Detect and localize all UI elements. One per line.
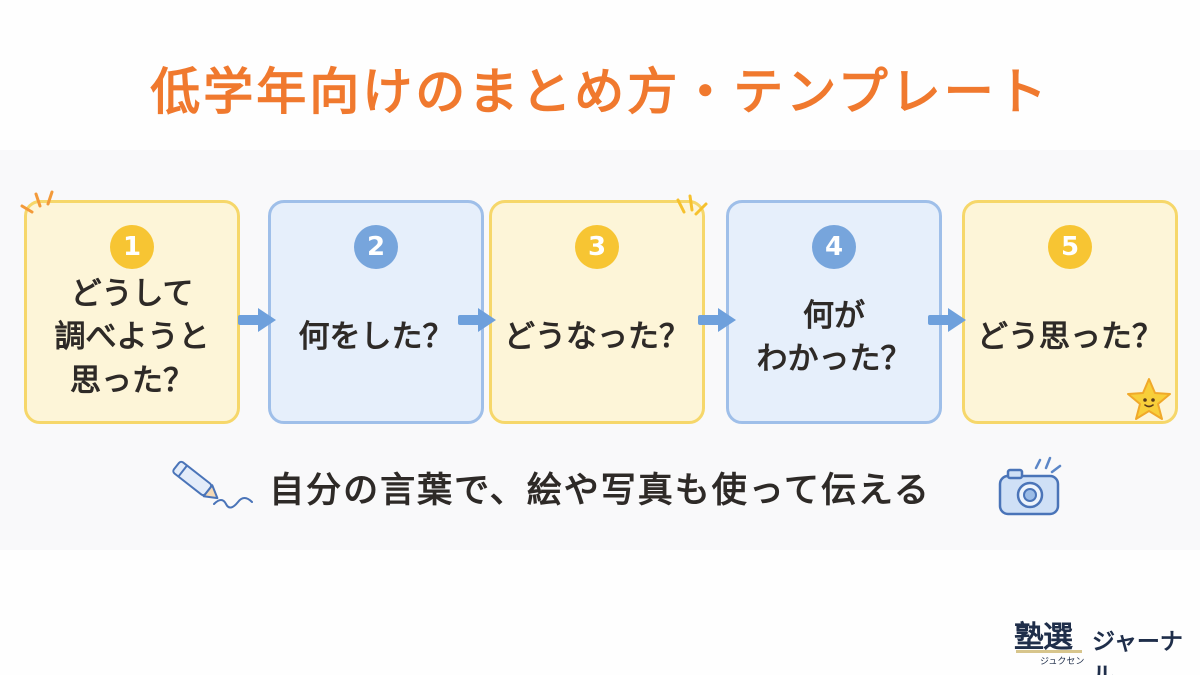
step-text: 何をした？ [298, 319, 454, 356]
step-text: 何が わかった？ [756, 297, 912, 377]
arrow-right-icon [458, 308, 496, 332]
step-number-badge: 1 [110, 225, 154, 269]
arrow-right-icon [698, 308, 736, 332]
step-text: どうなった？ [504, 319, 690, 356]
arrow-right-icon [238, 308, 276, 332]
sparkle-icon [20, 190, 54, 214]
camera-icon [998, 456, 1062, 516]
step-card-2: 2 何をした？ [268, 200, 484, 424]
caption-text: 自分の言葉で、絵や写真も使って伝える [269, 471, 931, 511]
brand-logo: 塾選 ジュクセン ジャーナル [1014, 612, 1190, 675]
step-card-3: 3 どうなった？ [489, 200, 705, 424]
pencil-icon [172, 460, 253, 509]
step-text: どう思った？ [977, 319, 1163, 356]
step-card-1: 1 どうして 調べようと 思った？ [24, 200, 240, 424]
arrow-right-icon [928, 308, 966, 332]
logo-name: ジャーナル [1092, 629, 1183, 675]
step-number-badge: 2 [354, 225, 398, 269]
logo-kanji: 塾選 [1014, 620, 1073, 655]
step-text: どうして 調べようと 思った？ [54, 275, 210, 399]
sparkle-icon [676, 194, 708, 216]
step-number-badge: 4 [812, 225, 856, 269]
logo-underline [1016, 650, 1082, 653]
step-card-5: 5 どう思った？ [962, 200, 1178, 424]
star-icon [1127, 378, 1171, 420]
step-number-badge: 3 [575, 225, 619, 269]
page-title: 低学年向けのまとめ方・テンプレート [150, 63, 1050, 121]
step-number-badge: 5 [1048, 225, 1092, 269]
step-card-4: 4 何が わかった？ [726, 200, 942, 424]
logo-subtext: ジュクセン [1040, 657, 1085, 667]
